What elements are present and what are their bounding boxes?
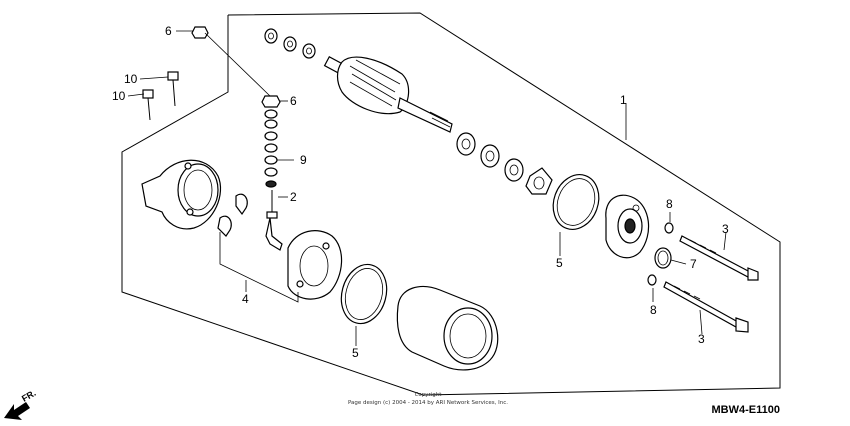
front-cover	[605, 194, 650, 259]
copyright-line-1: Copyright	[415, 392, 443, 398]
callout-1: 1	[620, 93, 627, 107]
callout-4: 4	[242, 292, 249, 306]
assembly-outline	[121, 12, 781, 396]
through-bolt-upper	[679, 235, 759, 281]
brush-holder	[287, 230, 343, 300]
diagram-code: MBW4-E1100	[712, 404, 780, 416]
washer-8-upper	[664, 222, 674, 234]
brush-spring-a	[235, 193, 248, 216]
terminal-bolt	[265, 190, 283, 251]
copyright-line-2: Page design (c) 2004 - 2014 by ARI Netwo…	[348, 400, 508, 406]
front-direction-arrow-icon	[4, 402, 30, 420]
lock-plate	[525, 167, 553, 195]
callout-3-upper: 3	[722, 222, 729, 236]
front-label: FR.	[20, 388, 38, 404]
o-ring-small	[654, 247, 672, 269]
callout-5-left: 5	[352, 346, 359, 360]
bolt-10-b	[142, 89, 154, 121]
o-ring-left	[340, 263, 388, 325]
callout-2: 2	[290, 190, 297, 204]
bolt-10-a	[167, 71, 179, 107]
rear-cover	[141, 159, 222, 230]
nut-6-top	[191, 26, 209, 39]
washer-8-lower	[647, 274, 657, 286]
washer-stack	[264, 109, 278, 188]
motor-case	[396, 285, 499, 371]
washer-top-2	[283, 36, 297, 52]
washer-mid-2	[480, 144, 500, 168]
callout-10-lower: 10	[112, 89, 126, 103]
nut-6-stack	[261, 95, 281, 108]
callout-7: 7	[690, 257, 697, 271]
washer-top-3	[302, 43, 316, 59]
callout-5-right: 5	[556, 256, 563, 270]
callout-8-upper: 8	[666, 197, 673, 211]
o-ring-right	[552, 174, 600, 230]
callout-6-top: 6	[165, 24, 172, 38]
through-bolt-lower	[663, 281, 749, 333]
callout-8-lower: 8	[650, 303, 657, 317]
washer-mid-3	[504, 158, 524, 182]
armature	[323, 56, 453, 133]
brush-spring-b	[217, 215, 232, 237]
washer-top-1	[264, 28, 278, 44]
leader-lines	[127, 30, 727, 346]
callout-9: 9	[300, 153, 307, 167]
callout-10-upper: 10	[124, 72, 138, 86]
callout-6-stack: 6	[290, 94, 297, 108]
washer-mid-1	[456, 132, 476, 156]
callout-3-lower: 3	[698, 332, 705, 346]
